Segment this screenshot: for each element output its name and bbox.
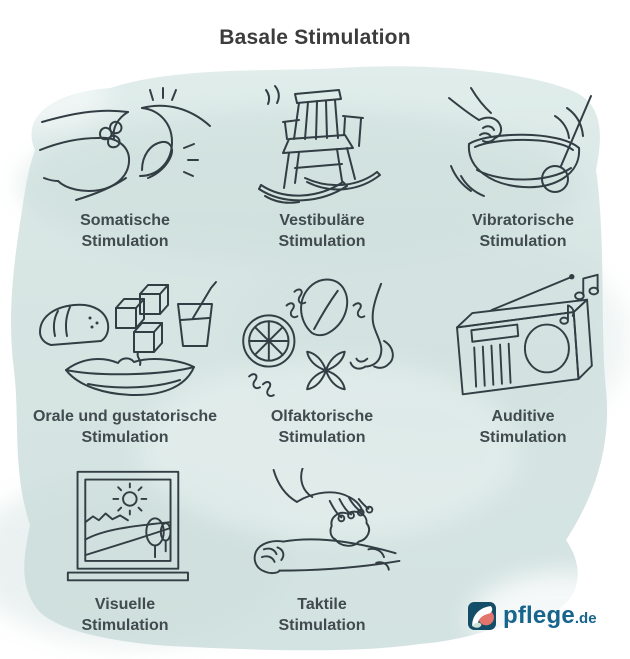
- stimulation-item-somatische: Somatische Stimulation: [25, 80, 225, 252]
- item-label-line1: Auditive: [491, 408, 555, 425]
- item-label-line1: Olfaktorische: [270, 408, 374, 425]
- item-label-line2: Stimulation: [479, 429, 567, 446]
- page-title: Basale Stimulation: [219, 26, 411, 49]
- radio-music-notes-icon: [456, 273, 600, 396]
- item-label-line1: Taktile: [297, 596, 347, 613]
- pflege-logo-icon: [468, 602, 496, 630]
- item-label-line1: Visuelle: [94, 596, 156, 613]
- item-label-line1: Somatische: [80, 212, 170, 229]
- stimulation-item-visuelle: Visuelle Stimulation: [25, 462, 225, 636]
- stimulation-item-auditive: Auditive Stimulation: [423, 272, 623, 448]
- food-and-mouth-icon: [39, 281, 217, 396]
- stimulation-item-vestibulaere: Vestibuläre Stimulation: [222, 80, 422, 252]
- pflege-de-logo: pflege.de: [468, 602, 597, 630]
- massaging-hands-icon: [38, 87, 211, 201]
- item-label-line2: Stimulation: [278, 617, 366, 634]
- window-view-icon: [66, 470, 189, 582]
- logo-wordmark: pflege: [503, 602, 575, 629]
- item-label-line2: Stimulation: [479, 233, 567, 250]
- stimulation-item-olfaktorische: Olfaktorische Stimulation: [222, 272, 422, 448]
- stimulation-item-orale: Orale und gustatorische Stimulation: [25, 272, 225, 448]
- item-label-line2: Stimulation: [278, 233, 366, 250]
- sponge-massage-icon: [253, 468, 401, 575]
- logo-tld: .de: [574, 610, 597, 627]
- item-label-line2: Stimulation: [81, 429, 169, 446]
- rocking-chair-icon: [258, 85, 381, 204]
- stimulation-item-vibratorische: Vibratorische Stimulation: [423, 80, 623, 252]
- item-label-line2: Stimulation: [81, 233, 169, 250]
- stimulation-item-taktile: Taktile Stimulation: [222, 462, 422, 636]
- item-label-line1: Vestibuläre: [279, 212, 365, 229]
- item-label-line1: Vibratorische: [472, 212, 574, 229]
- item-label-line2: Stimulation: [81, 617, 169, 634]
- singing-bowl-icon: [448, 87, 592, 197]
- item-label-line1: Orale und gustatorische: [32, 408, 218, 425]
- nose-and-scents-icon: [242, 278, 394, 397]
- item-label-line2: Stimulation: [278, 429, 366, 446]
